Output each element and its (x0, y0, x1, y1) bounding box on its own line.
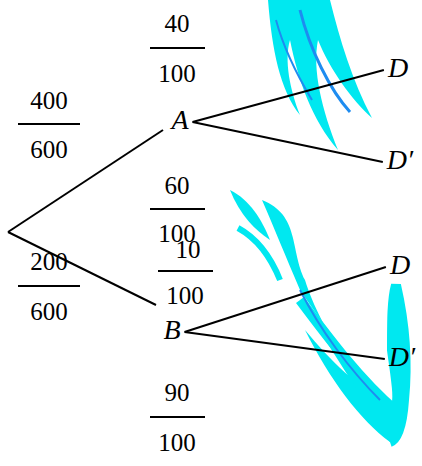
node-letter: D′ (387, 144, 413, 175)
node-letter: A (171, 104, 188, 135)
probability-number: 200 (30, 248, 68, 276)
fraction-bar (150, 47, 205, 49)
outcome-node: D′ (384, 144, 416, 177)
node-letter: B (163, 314, 180, 345)
fraction-bar (150, 208, 205, 210)
root-branch (8, 232, 156, 305)
fraction-bar (158, 270, 213, 272)
tree-branch (193, 122, 383, 162)
probability-number: 600 (30, 298, 68, 326)
probability-number: 100 (158, 429, 196, 457)
tree-branch (185, 332, 385, 359)
outcome-node: D (385, 52, 411, 85)
node-letter: D (390, 249, 410, 280)
fraction-bar (18, 285, 80, 287)
fraction-bar (18, 123, 80, 125)
probability-number: 40 (165, 10, 190, 38)
outcome-node: D (387, 249, 413, 282)
outcome-node: A (168, 104, 191, 137)
probability-number: 100 (166, 282, 204, 310)
outcome-node: B (160, 314, 183, 347)
fraction-bar (150, 416, 205, 418)
probability-number: 100 (158, 60, 196, 88)
probability-number: 10 (176, 236, 201, 264)
tree-branch (185, 267, 386, 332)
probability-number: 600 (30, 136, 68, 164)
node-letter: D′ (389, 341, 415, 372)
probability-number: 90 (165, 379, 190, 407)
probability-number: 60 (165, 172, 190, 200)
tree-branch (193, 70, 384, 122)
node-letter: D (388, 52, 408, 83)
root-branch (8, 130, 163, 232)
outcome-node: D′ (386, 341, 418, 374)
probability-number: 400 (30, 87, 68, 115)
